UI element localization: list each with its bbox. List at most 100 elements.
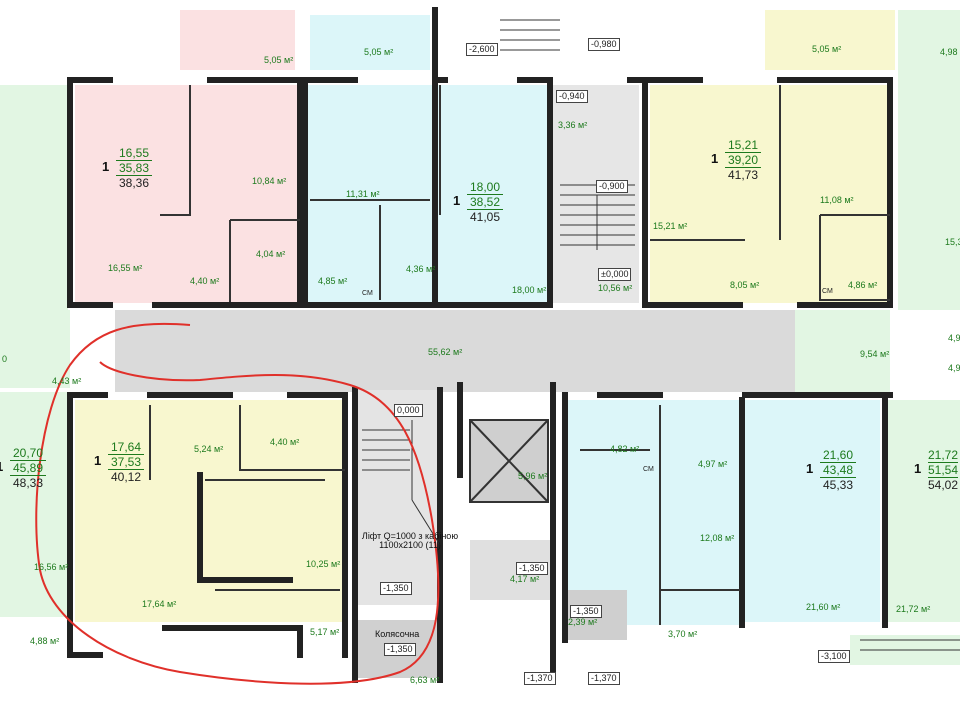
toilet-mark: СМ <box>362 290 373 297</box>
level-mark: -1,350 <box>380 582 412 595</box>
area-label: 2,39 м² <box>568 617 598 627</box>
apartment-summary-4: 1 17,64 37,53 40,12 <box>94 440 144 484</box>
room-count: 1 <box>914 461 922 476</box>
apartment-green-bottom-right-fill <box>882 400 960 622</box>
apartment-green-left-bottom-fill <box>0 392 68 617</box>
area-label: 15,3 <box>945 237 960 247</box>
apartment-yellow-top-fill <box>650 85 890 303</box>
area-label: 4,97 м² <box>698 459 728 469</box>
top-pink-balcony-fill <box>180 10 295 70</box>
total-area: 51,54 <box>928 463 959 478</box>
area-label: 12,08 м² <box>700 533 735 543</box>
area-label: 21,72 м² <box>896 604 931 614</box>
area-label: 8,05 м² <box>730 280 760 290</box>
area-label: 6,63 м² <box>410 675 440 685</box>
level-mark: -2,600 <box>466 43 498 56</box>
area-label: 4,36 м² <box>406 264 436 274</box>
area-with-balcony: 45,33 <box>822 478 854 492</box>
area-label: 5,05 м² <box>812 44 842 54</box>
area-label: 4,40 м² <box>270 437 300 447</box>
area-label: 4,85 м² <box>318 276 348 286</box>
apartment-yellow-bottom-fill <box>75 400 345 622</box>
lift-note-line-1: Ліфт Q=1000 з кабіною <box>361 531 459 541</box>
apartment-summary-5: 1 20,70 45,89 48,33 <box>0 446 46 490</box>
area-label: 4,9 <box>948 333 960 343</box>
total-area: 35,83 <box>116 161 152 176</box>
total-area: 39,20 <box>725 153 761 168</box>
area-label: 5,96 м² <box>518 471 548 481</box>
living-area: 21,60 <box>820 448 856 463</box>
room-count: 1 <box>102 159 110 174</box>
area-label: 9,54 м² <box>860 349 890 359</box>
area-label: 21,60 м² <box>806 602 841 612</box>
total-area: 38,52 <box>467 195 503 210</box>
area-label-fragment: 0 <box>2 354 8 364</box>
area-label: 4,40 м² <box>190 276 220 286</box>
living-area: 18,00 <box>467 180 503 195</box>
level-mark: -3,100 <box>818 650 850 663</box>
area-label: 16,55 м² <box>108 263 143 273</box>
area-label: 4,17 м² <box>510 574 540 584</box>
room-count: 1 <box>806 461 814 476</box>
level-mark: ±0,000 <box>598 268 632 281</box>
area-label: 11,08 м² <box>820 195 854 205</box>
level-mark: -1,370 <box>588 672 620 685</box>
living-area: 21,72 <box>928 448 959 463</box>
room-count: 1 <box>711 151 719 166</box>
area-label: 5,24 м² <box>194 444 224 454</box>
left-room-fill <box>0 310 70 388</box>
stair-top-fill <box>552 85 639 303</box>
room-count: 1 <box>453 193 461 208</box>
area-label: 10,56 м² <box>598 283 633 293</box>
stroller-room-label: Колясочна <box>375 629 420 639</box>
area-label: 3,70 м² <box>668 629 698 639</box>
area-with-balcony: 48,33 <box>12 476 44 490</box>
area-label: 3,36 м² <box>558 120 588 130</box>
apartment-summary-6: 1 21,60 43,48 45,33 <box>806 448 856 492</box>
total-area: 37,53 <box>108 455 144 470</box>
area-label: 5,05 м² <box>364 47 394 57</box>
area-with-balcony: 40,12 <box>110 470 142 484</box>
lift-note-line-2: 1100х2100 (11) <box>379 540 441 550</box>
area-label: 4,88 м² <box>30 636 60 646</box>
area-with-balcony: 41,05 <box>469 210 501 224</box>
area-label: 18,00 м² <box>512 285 547 295</box>
partitions <box>149 85 890 625</box>
level-mark: -1,350 <box>570 605 602 618</box>
area-label: 10,25 м² <box>306 559 341 569</box>
apartment-green-right-fill <box>898 10 960 310</box>
apartment-cyan-bottom-right-fill <box>745 400 880 622</box>
area-label: 11,31 м² <box>346 189 380 199</box>
apartment-summary-2: 1 18,00 38,52 41,05 <box>453 180 503 224</box>
walls <box>67 7 893 683</box>
room-count: 1 <box>94 453 102 468</box>
level-mark: -1,350 <box>516 562 548 575</box>
apartment-summary-3: 1 15,21 39,20 41,73 <box>711 138 761 182</box>
apartment-green-left-fill <box>0 85 68 315</box>
right-room-fill <box>795 310 890 395</box>
level-mark: 0,000 <box>394 404 423 417</box>
living-area: 16,55 <box>116 146 152 161</box>
apartment-summary-1: 1 16,55 35,83 38,36 <box>102 146 152 190</box>
area-with-balcony: 38,36 <box>118 176 150 190</box>
level-mark: -0,940 <box>556 90 588 103</box>
toilet-mark: СМ <box>643 466 654 473</box>
living-area: 17,64 <box>108 440 144 455</box>
room-fills <box>0 10 960 678</box>
level-mark: -0,980 <box>588 38 620 51</box>
room-count: 1 <box>0 459 3 474</box>
apartment-cyan-bottom-left-fill <box>563 400 743 625</box>
area-label: 4,43 м² <box>52 376 82 386</box>
area-label: 55,62 м² <box>428 347 463 357</box>
area-label: 4,9 <box>948 363 960 373</box>
area-label: 4,82 м² <box>610 444 640 454</box>
apartment-summary-7: 1 21,72 51,54 54,02 <box>914 448 959 492</box>
top-yellow-balcony-fill <box>765 10 895 70</box>
lift-note: Ліфт Q=1000 з кабіною 1100х2100 (11) <box>360 532 460 550</box>
area-with-balcony: 54,02 <box>928 478 959 492</box>
top-cyan-balcony-fill <box>310 15 430 70</box>
level-mark: -0,900 <box>596 180 628 193</box>
area-label: 17,64 м² <box>142 599 177 609</box>
area-label: 4,86 м² <box>848 280 878 290</box>
